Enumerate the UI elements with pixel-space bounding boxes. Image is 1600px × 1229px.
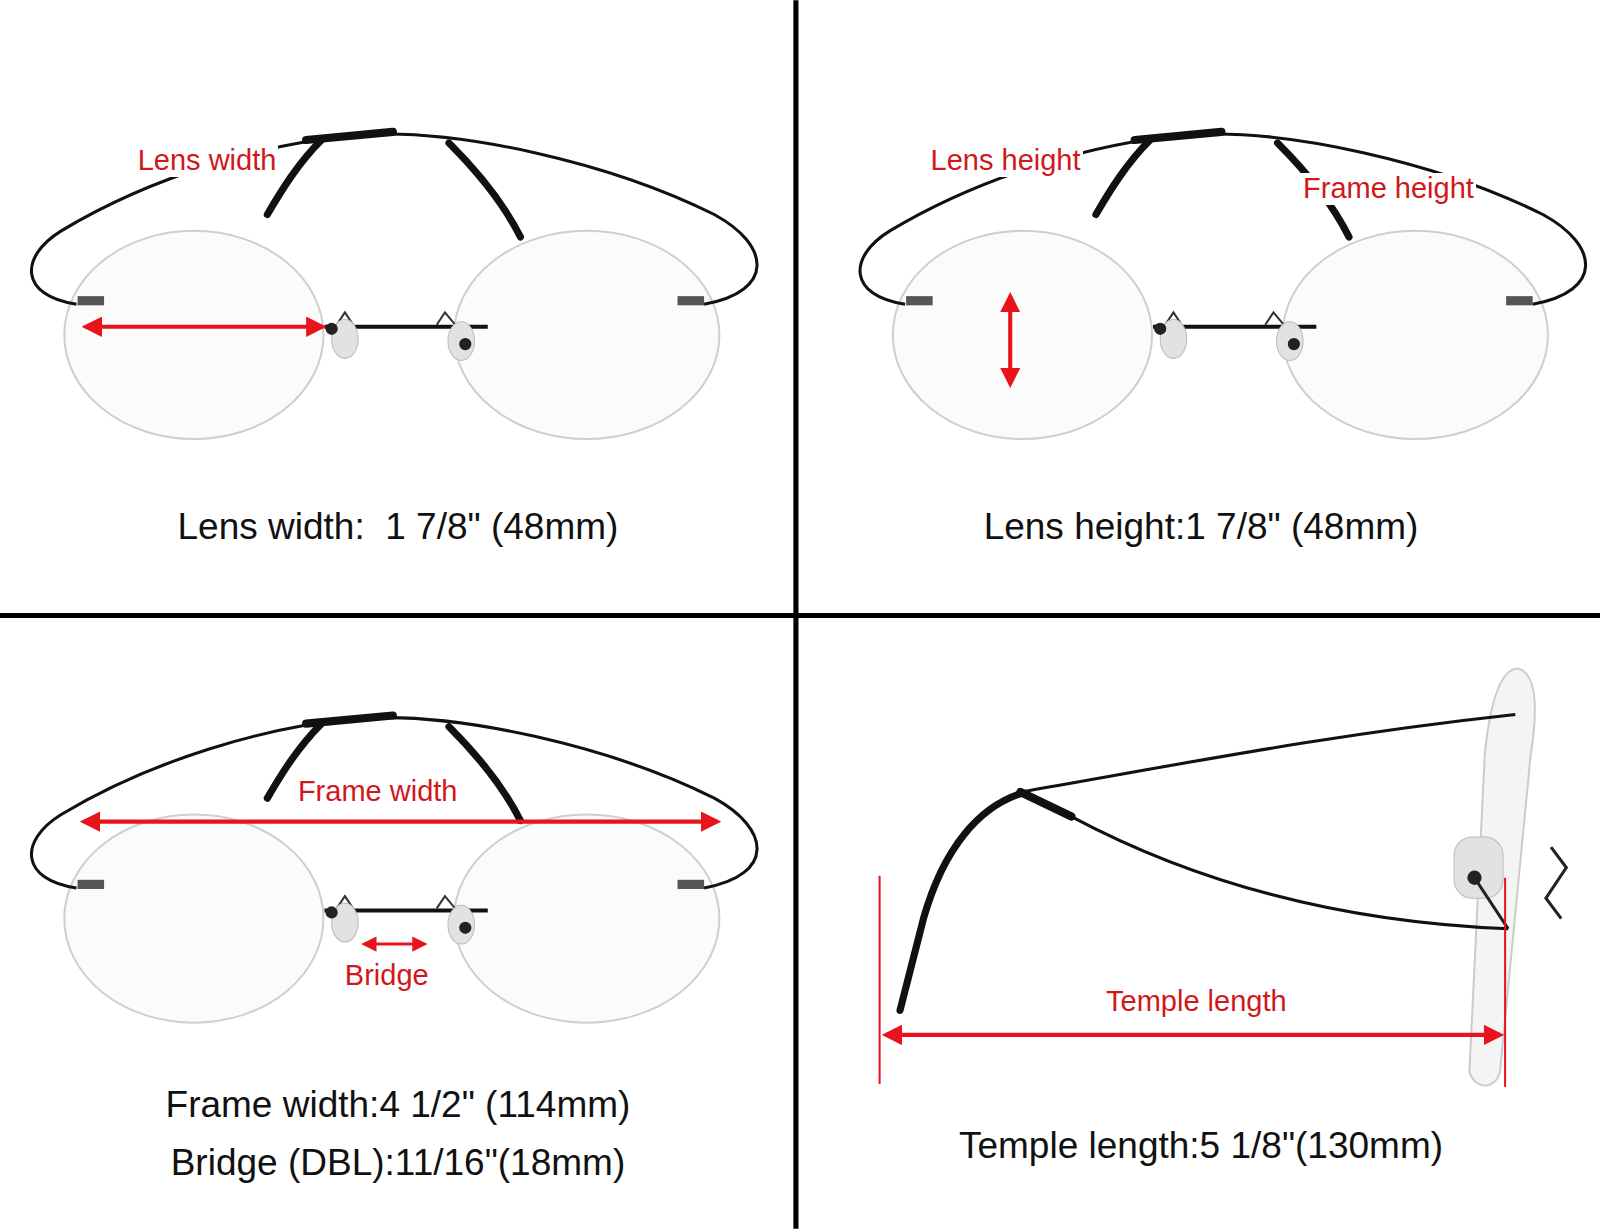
dimension-label: Bridge	[343, 960, 431, 992]
dimension-label: Lens width	[136, 145, 279, 177]
dimension-label: Frame height	[1301, 173, 1476, 205]
glasses-side	[900, 669, 1566, 1086]
dimension-label: Temple length	[1104, 986, 1289, 1018]
measurement-text: Bridge (DBL):11/16"(18mm)	[171, 1143, 626, 1184]
measurement-text: Frame width:4 1/2" (114mm)	[166, 1085, 631, 1126]
measurement-text: Lens height:1 7/8" (48mm)	[984, 507, 1419, 548]
measurement-text: Lens width: 1 7/8" (48mm)	[178, 507, 619, 548]
measurement-text: Temple length:5 1/8"(130mm)	[959, 1126, 1443, 1167]
glasses-front	[31, 132, 757, 439]
dimension-arrows	[84, 296, 1505, 1087]
glasses-front	[860, 132, 1586, 439]
divider	[0, 613, 1600, 618]
dimension-label: Lens height	[929, 145, 1083, 177]
dimension-label: Frame width	[296, 776, 460, 808]
glasses-front	[31, 716, 757, 1023]
